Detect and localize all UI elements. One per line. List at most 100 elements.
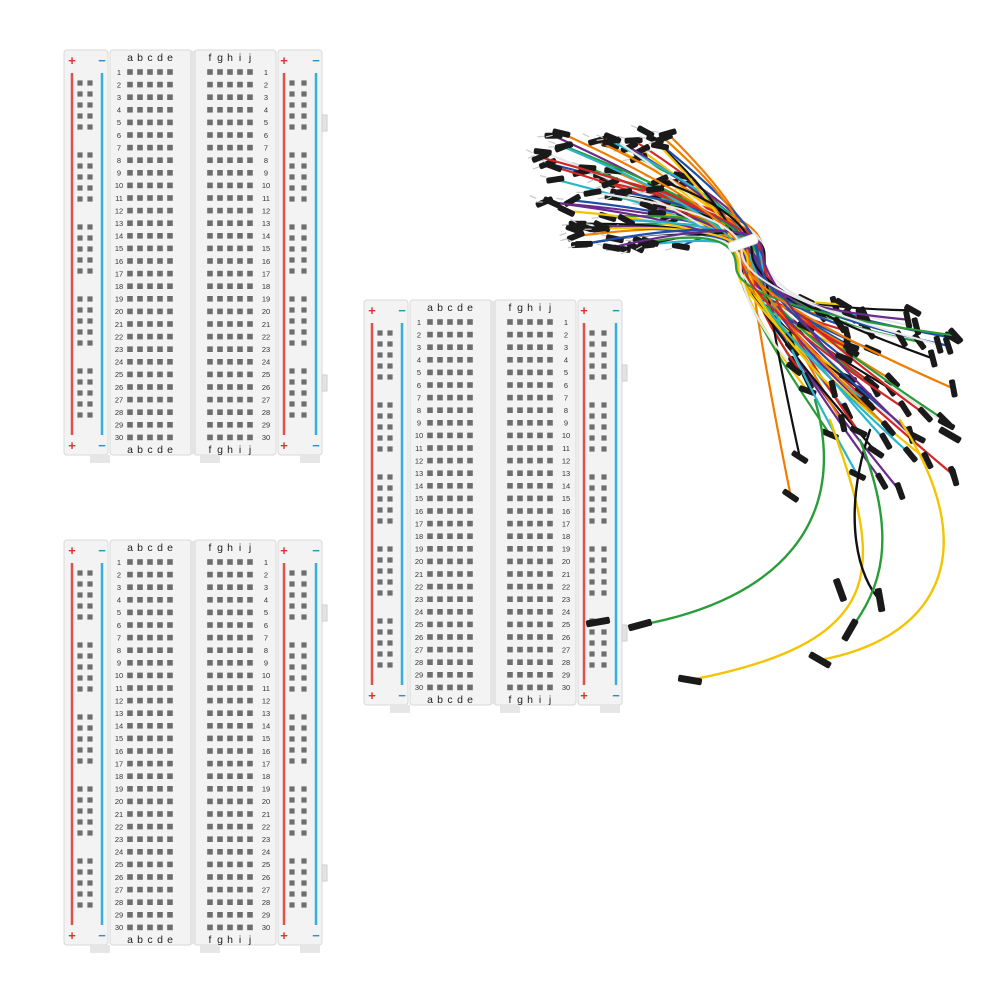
row-number: 4 — [417, 356, 421, 365]
row-number: 28 — [115, 408, 123, 417]
terminal-hole — [167, 786, 173, 792]
terminal-hole — [127, 672, 133, 679]
rail-hole — [301, 401, 307, 407]
wire-connector — [598, 211, 617, 223]
wire-connector — [835, 352, 853, 364]
row-number: 6 — [264, 131, 268, 140]
terminal-hole — [237, 773, 243, 779]
rail-hole — [77, 891, 83, 897]
terminal-hole — [517, 382, 523, 388]
terminal-hole — [207, 773, 213, 779]
terminal-hole — [137, 170, 143, 176]
terminal-hole — [207, 384, 213, 390]
wire-connector — [624, 137, 643, 144]
wire-connector — [894, 482, 906, 500]
terminal-hole — [217, 874, 223, 880]
terminal-hole — [227, 333, 233, 340]
terminal-hole — [517, 634, 523, 640]
column-letter: d — [157, 934, 163, 946]
jumper-wire — [679, 234, 954, 339]
terminal-hole — [167, 710, 173, 716]
rail-hole — [77, 390, 83, 396]
terminal-hole — [467, 672, 473, 678]
row-number: 6 — [117, 621, 121, 630]
wire-connector — [949, 379, 958, 398]
terminal-hole — [207, 409, 213, 415]
rail-hole — [601, 424, 607, 430]
jumper-wire — [610, 230, 912, 436]
terminal-hole — [217, 245, 223, 252]
terminal-hole — [167, 258, 173, 264]
row-number: 20 — [415, 557, 423, 566]
wire-connector — [898, 400, 912, 418]
terminal-hole — [537, 495, 543, 502]
terminal-hole — [547, 558, 553, 565]
terminal-hole — [247, 798, 253, 805]
terminal-hole — [437, 583, 443, 590]
terminal-hole — [517, 331, 523, 338]
rail-hole — [601, 402, 607, 408]
terminal-hole — [137, 233, 143, 239]
terminal-hole — [217, 283, 223, 289]
terminal-hole — [247, 132, 253, 138]
terminal-hole — [167, 685, 173, 691]
rail-hole — [589, 435, 595, 441]
terminal-hole — [527, 432, 533, 439]
rail-hole — [377, 546, 383, 552]
terminal-hole — [127, 321, 133, 327]
terminal-hole — [467, 432, 473, 439]
terminal-hole — [207, 144, 213, 151]
terminal-hole — [437, 659, 443, 665]
terminal-hole — [167, 359, 173, 365]
jumper-wire — [617, 192, 806, 330]
terminal-hole — [127, 735, 133, 742]
rail-minus-sign: − — [98, 438, 106, 453]
terminal-hole — [137, 760, 143, 767]
terminal-hole — [217, 422, 223, 428]
terminal-hole — [167, 283, 173, 289]
jumper-wire — [645, 232, 849, 413]
jumper-wire — [662, 137, 890, 430]
rail-hole — [301, 368, 307, 374]
terminal-hole — [247, 672, 253, 679]
row-number: 1 — [117, 68, 121, 77]
rail-hole — [77, 880, 83, 886]
terminal-hole — [217, 823, 223, 830]
row-number: 24 — [562, 608, 570, 617]
rail-hole — [77, 163, 83, 169]
terminal-hole — [207, 69, 213, 75]
terminal-hole — [547, 457, 553, 464]
terminal-hole — [517, 596, 523, 602]
wire-connector — [798, 385, 817, 397]
rail-hole — [87, 91, 93, 97]
terminal-hole — [517, 672, 523, 678]
row-number: 16 — [262, 747, 270, 756]
terminal-hole — [237, 912, 243, 918]
terminal-hole — [447, 457, 453, 464]
terminal-hole — [237, 308, 243, 315]
rail-hole — [87, 830, 93, 836]
terminal-hole — [157, 434, 163, 441]
rail-hole — [301, 196, 307, 202]
rail-hole — [377, 518, 383, 524]
terminal-hole — [227, 81, 233, 88]
wire-connector — [627, 618, 653, 632]
terminal-hole — [527, 571, 533, 577]
terminal-hole — [227, 132, 233, 138]
terminal-hole — [167, 924, 173, 931]
row-number: 17 — [262, 269, 270, 278]
terminal-hole — [247, 283, 253, 289]
terminal-hole — [227, 924, 233, 931]
terminal-hole — [447, 445, 453, 451]
terminal-hole — [217, 811, 223, 817]
column-letter: f — [509, 302, 512, 314]
rail-minus-sign: − — [398, 688, 406, 703]
terminal-hole — [237, 119, 243, 126]
terminal-hole — [207, 912, 213, 918]
row-number: 2 — [417, 330, 421, 339]
terminal-hole — [437, 621, 443, 628]
terminal-hole — [227, 144, 233, 151]
rail-hole — [589, 546, 595, 552]
terminal-hole — [217, 861, 223, 868]
